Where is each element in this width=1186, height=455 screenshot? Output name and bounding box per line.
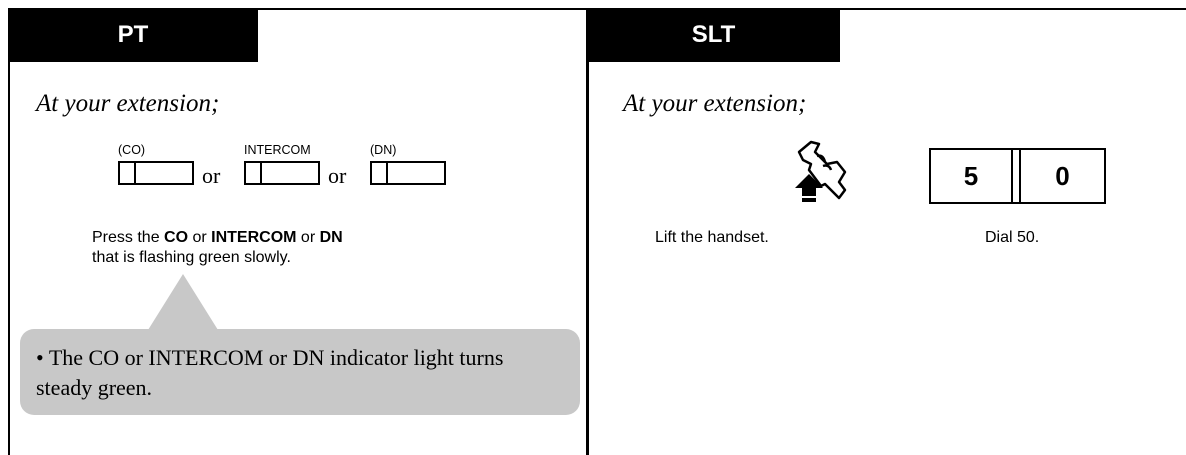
handset-lift-icon bbox=[795, 140, 847, 202]
pt-heading: At your extension; bbox=[36, 90, 220, 117]
callout-bullet: • bbox=[36, 345, 44, 370]
or-text-2: or bbox=[328, 163, 347, 188]
instr-text-mid2: or bbox=[296, 229, 320, 246]
instr-line2: that is flashing green slowly. bbox=[92, 249, 291, 266]
dial-keys: 5 0 bbox=[929, 148, 1106, 204]
callout-note: • The CO or INTERCOM or DN indicator lig… bbox=[20, 329, 580, 415]
instr-dn: DN bbox=[319, 229, 343, 246]
callout-pointer bbox=[148, 274, 218, 330]
pt-panel: PT At your extension; (CO) or INTERCOM o… bbox=[8, 8, 588, 455]
slt-tab: SLT bbox=[587, 8, 840, 62]
slt-panel: SLT At your extension; Lift the handset.… bbox=[587, 8, 1186, 455]
intercom-key-caption: INTERCOM bbox=[244, 143, 311, 157]
co-key-icon bbox=[118, 161, 194, 185]
or-text-1: or bbox=[202, 163, 221, 188]
callout-text: The CO or INTERCOM or DN indicator light… bbox=[36, 345, 504, 400]
dn-key-icon bbox=[370, 161, 446, 185]
pt-instruction: Press the CO or INTERCOM or DN that is f… bbox=[92, 228, 343, 268]
slt-heading: At your extension; bbox=[623, 90, 807, 117]
pt-tab: PT bbox=[8, 8, 258, 62]
dial-key-0: 0 bbox=[1019, 150, 1104, 202]
instr-co: CO bbox=[164, 229, 189, 246]
dial-key-5: 5 bbox=[931, 150, 1013, 202]
instr-text-mid1: or bbox=[188, 229, 212, 246]
intercom-key-icon bbox=[244, 161, 320, 185]
instr-intercom: INTERCOM bbox=[211, 229, 297, 246]
instr-text-pre: Press the bbox=[92, 229, 165, 246]
slt-step2-label: Dial 50. bbox=[985, 229, 1040, 246]
slt-step1-label: Lift the handset. bbox=[655, 229, 769, 246]
dn-key-caption: (DN) bbox=[370, 143, 397, 157]
co-key-caption: (CO) bbox=[118, 143, 146, 157]
